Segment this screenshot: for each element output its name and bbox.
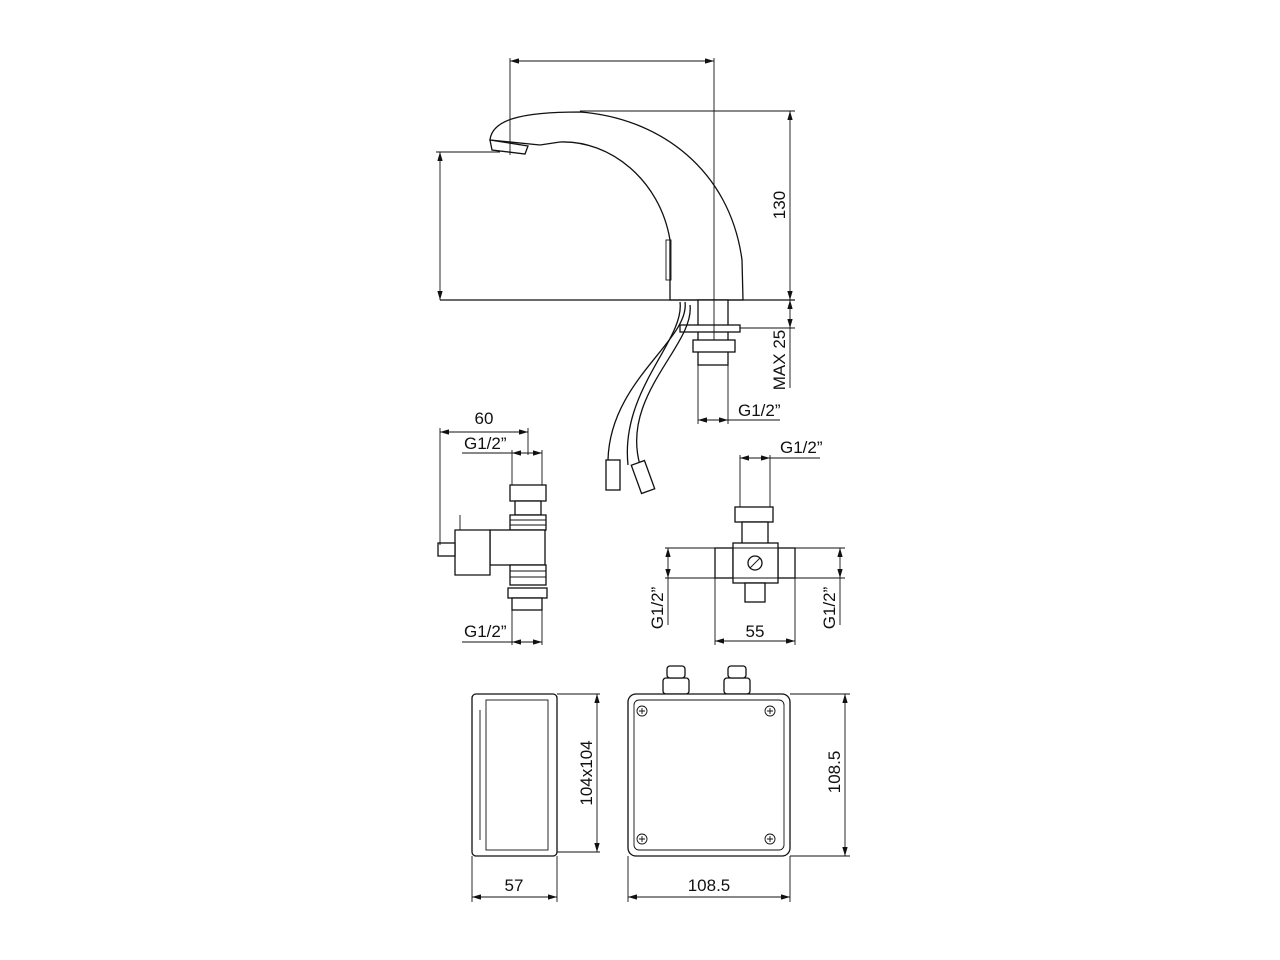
- box-size-label: 104x104: [577, 740, 596, 805]
- box-side-view: 104x104 57: [471, 693, 600, 902]
- cable-gland: [723, 677, 751, 695]
- cable-plug: [605, 459, 621, 491]
- valve-front-view: G1/2” G1/2” G1/2” 55: [648, 438, 845, 645]
- valve-front-left-thread-label: G1/2”: [648, 586, 667, 629]
- cable-gland: [662, 677, 690, 695]
- valve-top-thread-label: G1/2”: [464, 434, 507, 453]
- valve-side-view: 60 G1/2” G1/2”: [437, 409, 548, 645]
- faucet-thread-label: G1/2”: [738, 401, 781, 420]
- washer: [679, 324, 741, 333]
- box-depth-label: 57: [505, 876, 524, 895]
- valve-bottom-thread-label: G1/2”: [464, 622, 507, 641]
- valve-front-top-thread-label: G1/2”: [780, 438, 823, 457]
- valve-front-width-label: 55: [746, 622, 765, 641]
- faucet-view: 130 MAX 25 G1/2”: [436, 58, 795, 495]
- aerator: [489, 139, 529, 155]
- faucet-height-label: 130: [770, 191, 789, 219]
- valve-front-right-thread-label: G1/2”: [820, 586, 839, 629]
- nut: [692, 339, 736, 353]
- sensor-window: [665, 239, 672, 281]
- valve-width-label: 60: [475, 409, 494, 428]
- box-front-view: 108.5 108.5: [627, 665, 850, 902]
- box-width-label: 108.5: [688, 876, 731, 895]
- faucet-max-label: MAX 25: [770, 330, 789, 390]
- box-height-label: 108.5: [825, 751, 844, 794]
- cable-plug: [630, 459, 656, 495]
- screw-icon: [636, 705, 776, 845]
